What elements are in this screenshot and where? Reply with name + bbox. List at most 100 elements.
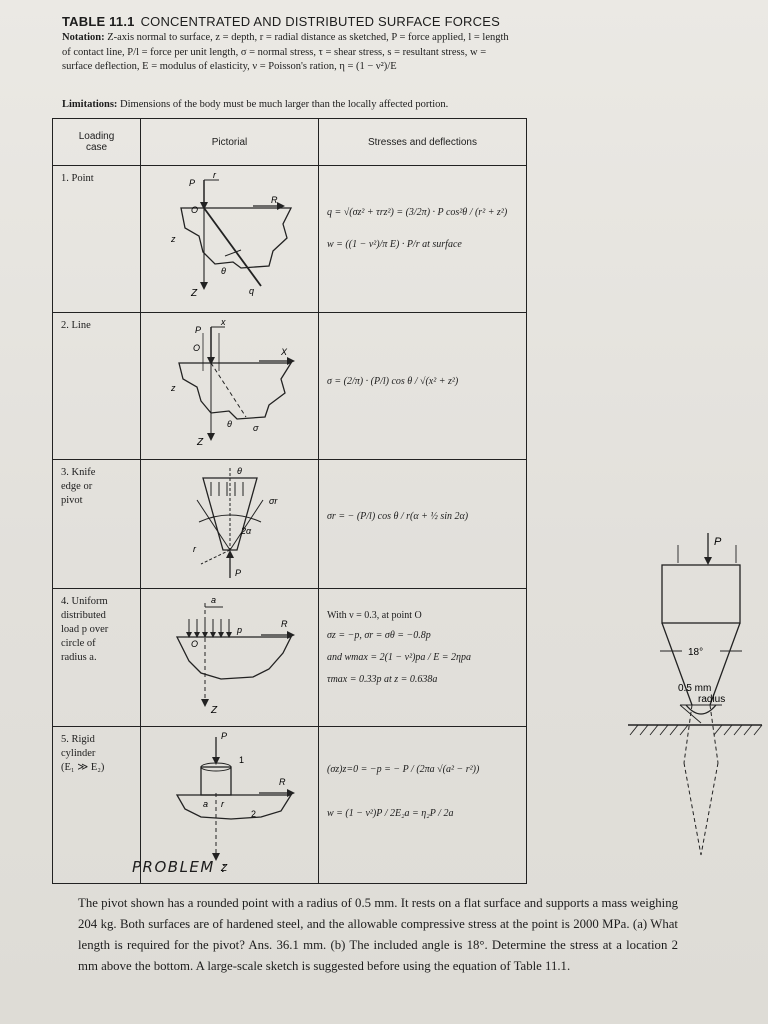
label-R: R — [279, 777, 286, 787]
label-p: p — [236, 625, 242, 635]
problem-heading: PROBLEM : — [132, 858, 228, 876]
case-label: cylinder — [61, 748, 96, 759]
label-P: P — [189, 178, 195, 188]
label-a: a — [211, 595, 216, 605]
formula-line: σr = − (P/l) cos θ / r(α + ½ sin 2α) — [327, 511, 469, 522]
case-label: circle of — [61, 638, 96, 649]
rigid-cylinder-diagram: P 1 2 a r R Z — [175, 731, 295, 874]
problem-statement: The pivot shown has a rounded point with… — [78, 896, 678, 973]
label-r: r — [193, 544, 197, 554]
formula-line: and wmax = 2(1 − ν²)pa / E = 2ηpa — [327, 652, 472, 663]
label-q: q — [249, 286, 254, 296]
case-label: (E₁ ≫ E₂) — [61, 762, 105, 773]
label-R: R — [281, 619, 288, 629]
limitations-text: Dimensions of the body must be much larg… — [120, 99, 449, 110]
label-z: z — [170, 383, 176, 393]
header-stresses: Stresses and deflections — [318, 118, 527, 166]
formula-line: w = (1 − ν²)P / 2E₂a = η₂P / 2a — [327, 808, 454, 819]
label-P: P — [235, 568, 241, 578]
label-Z: Z — [220, 863, 228, 874]
formula-line: (σz)z=0 = −p = − P / (2πa √(a² − r²)) — [327, 764, 480, 775]
label-theta: θ — [237, 466, 242, 476]
force-label: P — [714, 536, 722, 548]
header-loading-line2: case — [85, 142, 108, 153]
label-Z: Z — [190, 288, 198, 299]
case-label: distributed — [61, 610, 106, 621]
pivot-figure: P 18° 0.5 mm radius — [628, 533, 763, 856]
table-row: 4. Uniform distributed load p over circl… — [52, 588, 527, 727]
label-sigma-r: σr — [269, 496, 278, 506]
case-cell: 2. Line — [52, 312, 141, 460]
label-sigma: σ — [253, 423, 259, 433]
table-row: 5. Rigid cylinder (E₁ ≫ E₂) P 1 — [52, 726, 527, 884]
case-label: 5. Rigid — [61, 734, 95, 745]
case-label: 1. Point — [61, 173, 94, 184]
formula-line: With ν = 0.3, at point O — [327, 610, 422, 621]
table-number: TABLE 11.1 — [62, 14, 135, 29]
label-X: X — [280, 347, 288, 357]
label-O: O — [193, 343, 200, 353]
formula-cell: With ν = 0.3, at point O σz = −p, σr = σ… — [318, 588, 527, 727]
label-P: P — [221, 731, 227, 741]
notation-paragraph: Notation: Z-axis normal to surface, z = … — [62, 31, 512, 75]
label-two-alpha: 2α — [240, 526, 252, 536]
case-cell: 5. Rigid cylinder (E₁ ≫ E₂) — [52, 726, 141, 884]
uniform-load-diagram: a p R O Z — [175, 595, 295, 716]
label-Z: Z — [196, 437, 204, 448]
label-a: a — [203, 799, 208, 809]
table-row: 3. Knife edge or pivot — [52, 459, 527, 589]
pictorial-cell: P x O X z Z θ σ — [140, 312, 319, 460]
formula-cell: q = √(σz² + τrz²) = (3/2π) · P cos²θ / (… — [318, 165, 527, 313]
header-pictorial: Pictorial — [140, 118, 319, 166]
point-load-diagram: P r O R z Z θ q — [170, 170, 293, 299]
label-theta: θ — [227, 419, 232, 429]
formula-line: τmax = 0.33p at z = 0.638a — [327, 674, 438, 685]
formula-line: q = √(σz² + τrz²) = (3/2π) · P cos²θ / (… — [327, 207, 508, 218]
label-x: x — [220, 317, 226, 327]
formula-cell: (σz)z=0 = −p = − P / (2πa √(a² − r²)) w … — [318, 726, 527, 884]
case-label: 4. Uniform — [61, 596, 108, 607]
limitations-label: Limitations: — [62, 99, 118, 110]
label-one: 1 — [239, 755, 244, 765]
label-O: O — [191, 205, 198, 215]
label-P: P — [195, 325, 201, 335]
pictorial-cell: θ σr 2α r P — [140, 459, 319, 589]
radius-label-line2: radius — [698, 694, 725, 705]
pictorial-cell: P 1 2 a r R Z — [140, 726, 319, 884]
case-cell: 4. Uniform distributed load p over circl… — [52, 588, 141, 727]
case-label: pivot — [61, 495, 83, 506]
label-two: 2 — [251, 809, 256, 819]
header-loading-line1: Loading — [78, 131, 115, 142]
notation-label: Notation: — [62, 32, 105, 43]
label-z: z — [170, 234, 176, 244]
table-row: 1. Point P r O R — [52, 165, 527, 313]
limitations-paragraph: Limitations: Dimensions of the body must… — [62, 99, 522, 110]
case-label: 3. Knife — [61, 467, 96, 478]
label-r: r — [213, 170, 217, 180]
label-Z: Z — [210, 705, 218, 716]
case-cell: 3. Knife edge or pivot — [52, 459, 141, 589]
line-load-diagram: P x O X z Z θ σ — [170, 317, 295, 448]
formula-line: w = ((1 − ν²)/π E) · P/r at surface — [327, 239, 462, 250]
pictorial-cell: P r O R z Z θ q — [140, 165, 319, 313]
case-cell: 1. Point — [52, 165, 141, 313]
case-label: load p over — [61, 624, 109, 635]
knife-edge-diagram: θ σr 2α r P — [193, 466, 278, 578]
formula-line: σ = (2/π) · (P/l) cos θ / √(x² + z²) — [327, 376, 459, 387]
case-label: radius a. — [61, 652, 97, 663]
notation-text: Z-axis normal to surface, z = depth, r =… — [62, 32, 509, 72]
case-label: 2. Line — [61, 320, 91, 331]
formula-cell: σr = − (P/l) cos θ / r(α + ½ sin 2α) — [318, 459, 527, 589]
radius-label-line1: 0.5 mm — [678, 683, 711, 694]
label-O: O — [191, 639, 198, 649]
label-R: R — [271, 195, 278, 205]
formula-line: σz = −p, σr = σθ = −0.8p — [327, 630, 431, 641]
formula-cell: σ = (2/π) · (P/l) cos θ / √(x² + z²) — [318, 312, 527, 460]
table-row: 2. Line P x O X — [52, 312, 527, 460]
label-r: r — [221, 799, 225, 809]
